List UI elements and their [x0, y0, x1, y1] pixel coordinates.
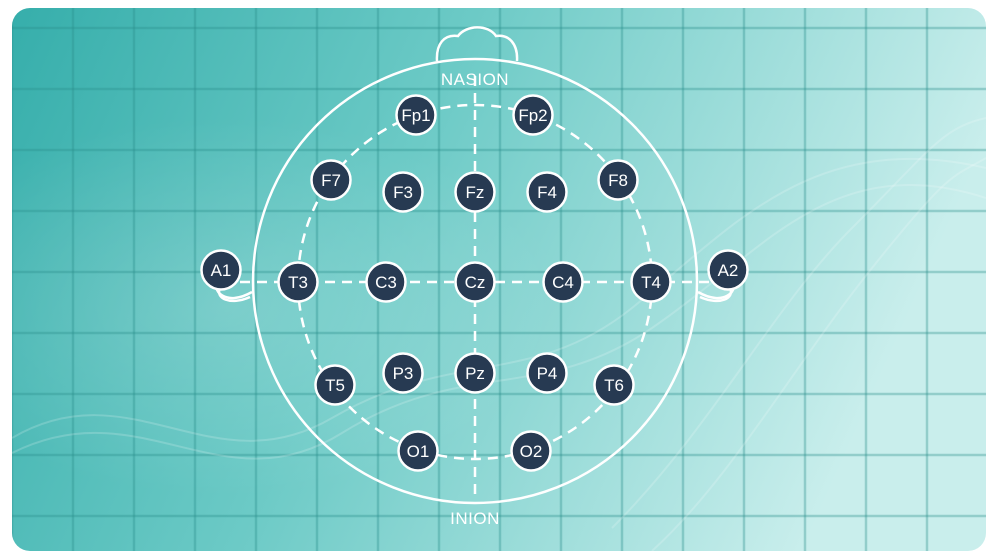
electrode-t3: T3	[277, 261, 319, 303]
head-circle	[251, 57, 699, 505]
electrode-fp2: Fp2	[512, 94, 554, 136]
electrode-p4-label: P4	[537, 364, 558, 383]
electrode-c3-marker	[365, 261, 407, 303]
electrode-fz-label: Fz	[466, 183, 485, 202]
electrode-f4: F4	[526, 171, 568, 213]
electrode-o2: O2	[510, 430, 552, 472]
electrode-t4-label: T4	[641, 273, 661, 292]
electrode-a2-marker	[707, 249, 749, 291]
electrode-o2-marker	[510, 430, 552, 472]
electrode-fp1-marker	[395, 94, 437, 136]
electrode-fz-marker	[454, 171, 496, 213]
inion-label: INION	[450, 509, 500, 528]
electrode-t6-label: T6	[604, 376, 624, 395]
electrode-f3-marker	[382, 171, 424, 213]
electrode-a1-marker	[200, 249, 242, 291]
electrode-t3-label: T3	[288, 273, 308, 292]
electrode-f4-marker	[526, 171, 568, 213]
electrode-pz: Pz	[454, 352, 496, 394]
electrode-fp1-label: Fp1	[401, 106, 430, 125]
electrode-f8: F8	[597, 159, 639, 201]
electrode-fp2-marker	[512, 94, 554, 136]
electrode-c4-marker	[542, 261, 584, 303]
electrode-p3-label: P3	[393, 364, 414, 383]
electrode-o1: O1	[397, 430, 439, 472]
electrode-f8-label: F8	[608, 171, 628, 190]
electrode-p3-marker	[382, 352, 424, 394]
electrode-p3: P3	[382, 352, 424, 394]
electrode-cz-label: Cz	[465, 273, 486, 292]
electrode-fp1: Fp1	[395, 94, 437, 136]
electrode-p4-marker	[526, 352, 568, 394]
electrode-c4: C4	[542, 261, 584, 303]
nose-shape	[435, 26, 519, 62]
electrode-c3-label: C3	[375, 273, 397, 292]
electrode-t5: T5	[314, 364, 356, 406]
electrode-t6-marker	[593, 364, 635, 406]
electrode-p4: P4	[526, 352, 568, 394]
electrode-f7: F7	[310, 159, 352, 201]
electrode-a1: A1	[200, 249, 242, 291]
electrode-c4-label: C4	[552, 273, 574, 292]
electrode-f3: F3	[382, 171, 424, 213]
electrode-pz-label: Pz	[465, 364, 485, 383]
electrode-pz-marker	[454, 352, 496, 394]
electrode-fz: Fz	[454, 171, 496, 213]
electrode-t6: T6	[593, 364, 635, 406]
electrode-t4-marker	[630, 261, 672, 303]
electrode-f8-marker	[597, 159, 639, 201]
electrode-f7-marker	[310, 159, 352, 201]
electrode-t5-label: T5	[325, 376, 345, 395]
electrode-f7-label: F7	[321, 171, 341, 190]
electrode-t3-marker	[277, 261, 319, 303]
electrode-f3-label: F3	[393, 183, 413, 202]
nasion-label: NASION	[441, 70, 509, 89]
electrode-o1-marker	[397, 430, 439, 472]
electrode-t5-marker	[314, 364, 356, 406]
electrode-a2-label: A2	[718, 261, 739, 280]
electrode-o1-label: O1	[407, 442, 430, 461]
electrode-f4-label: F4	[537, 183, 557, 202]
electrode-fp2-label: Fp2	[518, 106, 547, 125]
electrode-a2: A2	[707, 249, 749, 291]
background-glow	[12, 8, 986, 551]
electrode-cz: Cz	[454, 261, 496, 303]
electrode-a1-label: A1	[211, 261, 232, 280]
electrode-c3: C3	[365, 261, 407, 303]
electrode-cz-marker	[454, 261, 496, 303]
electrode-o2-label: O2	[520, 442, 543, 461]
electrode-t4: T4	[630, 261, 672, 303]
